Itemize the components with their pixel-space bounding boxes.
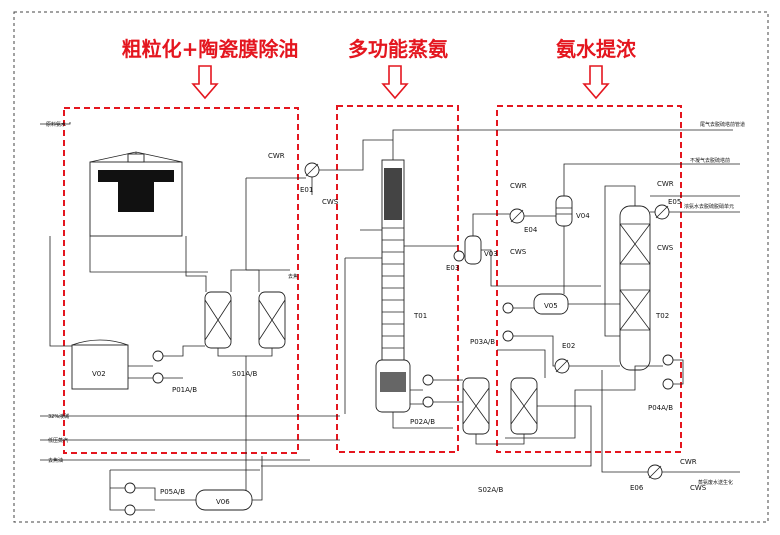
label-e06-cwr: CWR: [680, 458, 697, 466]
label-e04: E04: [524, 226, 538, 234]
stream-tail-gas: 尾气去脱硫塔前管道: [700, 121, 745, 128]
label-e01: E01: [300, 186, 313, 194]
exchanger-e05: E05 CWR CWS: [654, 180, 681, 252]
label-s01: S01A/B: [232, 370, 257, 378]
label-s02: S02A/B: [478, 486, 503, 494]
label-e01-cwr: CWR: [268, 152, 285, 160]
stream-raw-ammonia-water: 原料氨水: [46, 121, 66, 128]
label-p02: P02A/B: [410, 418, 435, 426]
label-v05: V05: [544, 302, 558, 310]
label-p01: P01A/B: [172, 386, 197, 394]
label-t02: T02: [655, 312, 669, 320]
pump-p02: P02A/B: [410, 374, 435, 426]
section-box-ammonia-stripping: [336, 105, 459, 453]
exchanger-e03: E03: [446, 250, 465, 272]
label-e01-cws: CWS: [322, 198, 339, 206]
section-box-deoiling: [63, 107, 299, 454]
arrow-section1: [191, 65, 219, 100]
tank-v02: V02: [71, 339, 129, 390]
label-v06: V06: [216, 498, 230, 506]
label-e02: E02: [562, 342, 575, 350]
section-title-ammonia-stripping: 多功能蒸氨: [348, 37, 448, 61]
piping-section2: [311, 129, 733, 429]
vessel-v04: V04: [555, 195, 590, 227]
label-e04-cws: CWS: [510, 248, 527, 256]
piping-section3: [261, 163, 740, 473]
tank-v06: V06: [195, 489, 253, 511]
pump-p04: P04A/B: [648, 354, 674, 412]
pump-p05: P05A/B: [124, 482, 185, 516]
label-v02: V02: [92, 370, 106, 378]
stream-mid: 去焦: [288, 273, 298, 280]
filter-s02: S02A/B: [462, 377, 538, 494]
exchanger-e02: E02: [554, 342, 575, 374]
label-t01: T01: [413, 312, 427, 320]
tower-t02: T02: [619, 205, 669, 371]
exchanger-e04: E04 CWR CWS: [509, 182, 538, 256]
label-e05-cws: CWS: [657, 244, 674, 252]
label-e06-cws: CWS: [690, 484, 707, 492]
label-p04: P04A/B: [648, 404, 673, 412]
stream-caustic: 32%液碱: [48, 413, 69, 420]
label-p03: P03A/B: [470, 338, 495, 346]
label-p05: P05A/B: [160, 488, 185, 496]
section-title-ammonia-concentration: 氨水提浓: [556, 37, 637, 61]
diagram-frame: [13, 11, 769, 523]
label-e04-cwr: CWR: [510, 182, 527, 190]
arrow-section2: [381, 65, 409, 100]
stream-to-tar: 去焦油: [48, 457, 63, 464]
vessel-v05: V05: [533, 293, 569, 315]
piping-section1: [40, 122, 340, 506]
exchanger-e06: E06 CWR CWS: [630, 458, 707, 492]
membrane-s01: S01A/B: [204, 291, 286, 378]
label-e06: E06: [630, 484, 644, 492]
label-e05: E05: [668, 198, 681, 206]
pump-p01: P01A/B: [152, 350, 197, 394]
stream-steam: 低压蒸汽: [48, 437, 68, 444]
pump-p03: P03A/B: [470, 302, 514, 346]
label-e03: E03: [446, 264, 459, 272]
exchanger-e01: E01 CWR CWS: [268, 152, 339, 206]
section-title-deoiling: 粗粒化+陶瓷膜除油: [122, 37, 299, 61]
stream-waste-water: 蒸氨废水送生化: [698, 479, 733, 486]
section-box-ammonia-concentration: [496, 105, 682, 453]
label-e05-cwr: CWR: [657, 180, 674, 188]
piping-bottom: [109, 456, 263, 511]
arrow-section3: [582, 65, 610, 100]
stream-concentrated-ammonia: 浓氨水去脱硫脱硝单元: [684, 203, 734, 210]
coalescer-tank: [89, 151, 183, 237]
tower-t01: T01: [375, 140, 427, 413]
label-v04: V04: [576, 212, 590, 220]
stream-noncondensable: 不凝气去脱硫塔前: [690, 157, 730, 164]
